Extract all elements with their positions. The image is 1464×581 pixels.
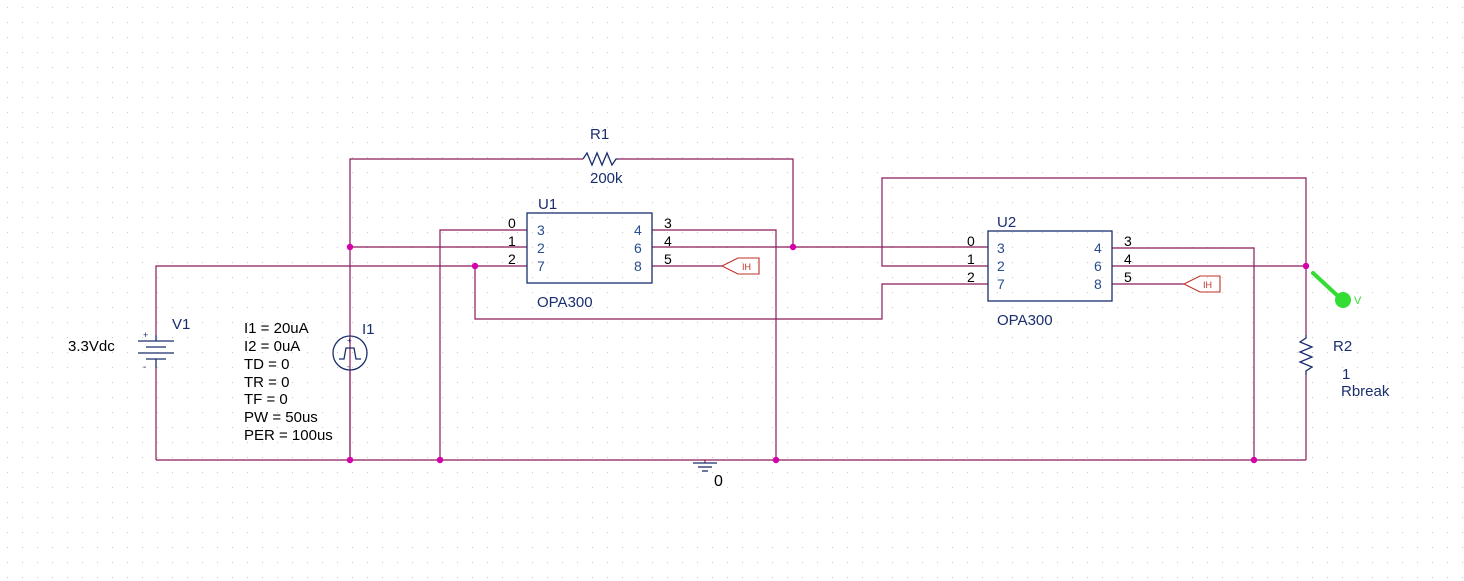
wire-u2-in7[interactable] <box>474 266 988 320</box>
wire-r1-right[interactable] <box>618 158 794 247</box>
ground-icon <box>693 462 717 472</box>
junction-dot <box>346 243 354 251</box>
junctions <box>346 243 1310 464</box>
u1-pin-label: 7 <box>537 258 545 274</box>
resistor-r2[interactable]: R2 1 Rbreak <box>1298 335 1390 400</box>
u1-pin-label: 8 <box>634 258 642 274</box>
svg-text:+: + <box>347 336 352 345</box>
u2-body <box>987 230 1113 302</box>
u2-pin-number: 5 <box>1124 269 1132 285</box>
u1-body <box>526 212 653 284</box>
junction-dot <box>1250 456 1258 464</box>
wire-u2-in2[interactable] <box>881 177 1307 267</box>
wire-u1-in3[interactable] <box>439 229 527 460</box>
v1-value: 3.3Vdc <box>68 338 115 355</box>
i1-param: TR = 0 <box>244 374 289 391</box>
u2-pin-label: 4 <box>1094 240 1102 256</box>
junction-dot <box>436 456 444 464</box>
i1-ref: I1 <box>362 321 375 338</box>
wire-u1-out4[interactable] <box>652 229 777 460</box>
resistor-icon <box>1298 335 1314 375</box>
r2-model: Rbreak <box>1341 383 1390 400</box>
u1-pin-label: 2 <box>537 240 545 256</box>
u2-pin-label: 7 <box>997 276 1005 292</box>
battery-icon: + - <box>138 330 174 373</box>
r2-value: 1 <box>1342 366 1350 383</box>
current-marker-icon <box>1182 275 1221 293</box>
u2-pin-number: 3 <box>1124 233 1132 249</box>
current-marker-u2[interactable]: IH <box>1182 275 1221 293</box>
current-source-i1[interactable]: + - I1 I1 = 20uA I2 = 0uA TD = 0 TR = 0 … <box>244 320 375 444</box>
junction-dot <box>789 243 797 251</box>
current-marker-label: IH <box>1203 280 1212 290</box>
resistor-r1[interactable]: R1 200k <box>582 126 623 187</box>
svg-text:-: - <box>143 362 146 373</box>
voltage-probe-label: V <box>1354 295 1362 307</box>
i1-param: TD = 0 <box>244 356 289 373</box>
r1-ref: R1 <box>590 126 609 143</box>
current-marker-u1[interactable]: IH <box>720 257 760 275</box>
u1-pin-label: 3 <box>537 222 545 238</box>
junction-dot <box>1302 262 1310 270</box>
opamp-u2[interactable]: U2 OPA300 3 2 7 4 6 8 0 1 2 3 4 5 <box>967 214 1132 329</box>
u1-pin-number: 4 <box>664 233 672 249</box>
u2-pin-number: 1 <box>967 251 975 267</box>
u2-ref: U2 <box>997 214 1016 231</box>
wire-u2-out4[interactable] <box>1112 247 1255 460</box>
r2-ref: R2 <box>1333 338 1352 355</box>
voltage-source-v1[interactable]: + - V1 3.3Vdc <box>68 316 190 373</box>
u2-part: OPA300 <box>997 312 1053 329</box>
i1-param: TF = 0 <box>244 391 288 408</box>
junction-dot <box>772 456 780 464</box>
junction-dot <box>471 262 479 270</box>
resistor-icon <box>582 151 618 167</box>
u1-pin-number: 3 <box>664 215 672 231</box>
u1-pin-number: 5 <box>664 251 672 267</box>
wire-r1-left[interactable] <box>349 158 583 460</box>
v1-ref: V1 <box>172 316 190 333</box>
u1-part: OPA300 <box>537 294 593 311</box>
u1-pin-number: 0 <box>508 215 516 231</box>
wire-v1-pos[interactable] <box>155 265 527 335</box>
u2-pin-number: 2 <box>967 269 975 285</box>
pulse-source-icon: + - <box>332 335 368 371</box>
svg-text:+: + <box>143 330 148 340</box>
i1-param: I1 = 20uA <box>244 320 309 337</box>
u1-pin-number: 1 <box>508 233 516 249</box>
current-marker-label: IH <box>742 262 751 272</box>
u1-pin-number: 2 <box>508 251 516 267</box>
r1-value: 200k <box>590 170 623 187</box>
svg-text:-: - <box>347 362 350 371</box>
i1-param: I2 = 0uA <box>244 338 300 355</box>
current-marker-icon <box>720 257 760 275</box>
u2-pin-number: 0 <box>967 233 975 249</box>
u1-ref: U1 <box>538 196 557 213</box>
opamp-u1[interactable]: U1 OPA300 3 2 7 4 6 8 0 1 2 3 4 5 <box>508 196 672 311</box>
u2-pin-number: 4 <box>1124 251 1132 267</box>
u2-pin-label: 6 <box>1094 258 1102 274</box>
i1-param: PW = 50us <box>244 409 318 426</box>
u2-pin-label: 2 <box>997 258 1005 274</box>
i1-param: PER = 100us <box>244 427 333 444</box>
ground-label: 0 <box>714 473 723 490</box>
ground-symbol[interactable]: 0 <box>693 462 723 490</box>
junction-dot <box>346 456 354 464</box>
voltage-probe-tip <box>1335 292 1351 308</box>
u1-pin-label: 4 <box>634 222 642 238</box>
voltage-probe-icon <box>1311 271 1342 300</box>
u1-pin-label: 6 <box>634 240 642 256</box>
u2-pin-label: 3 <box>997 240 1005 256</box>
voltage-probe[interactable]: V <box>1311 271 1362 308</box>
u2-pin-label: 8 <box>1094 276 1102 292</box>
